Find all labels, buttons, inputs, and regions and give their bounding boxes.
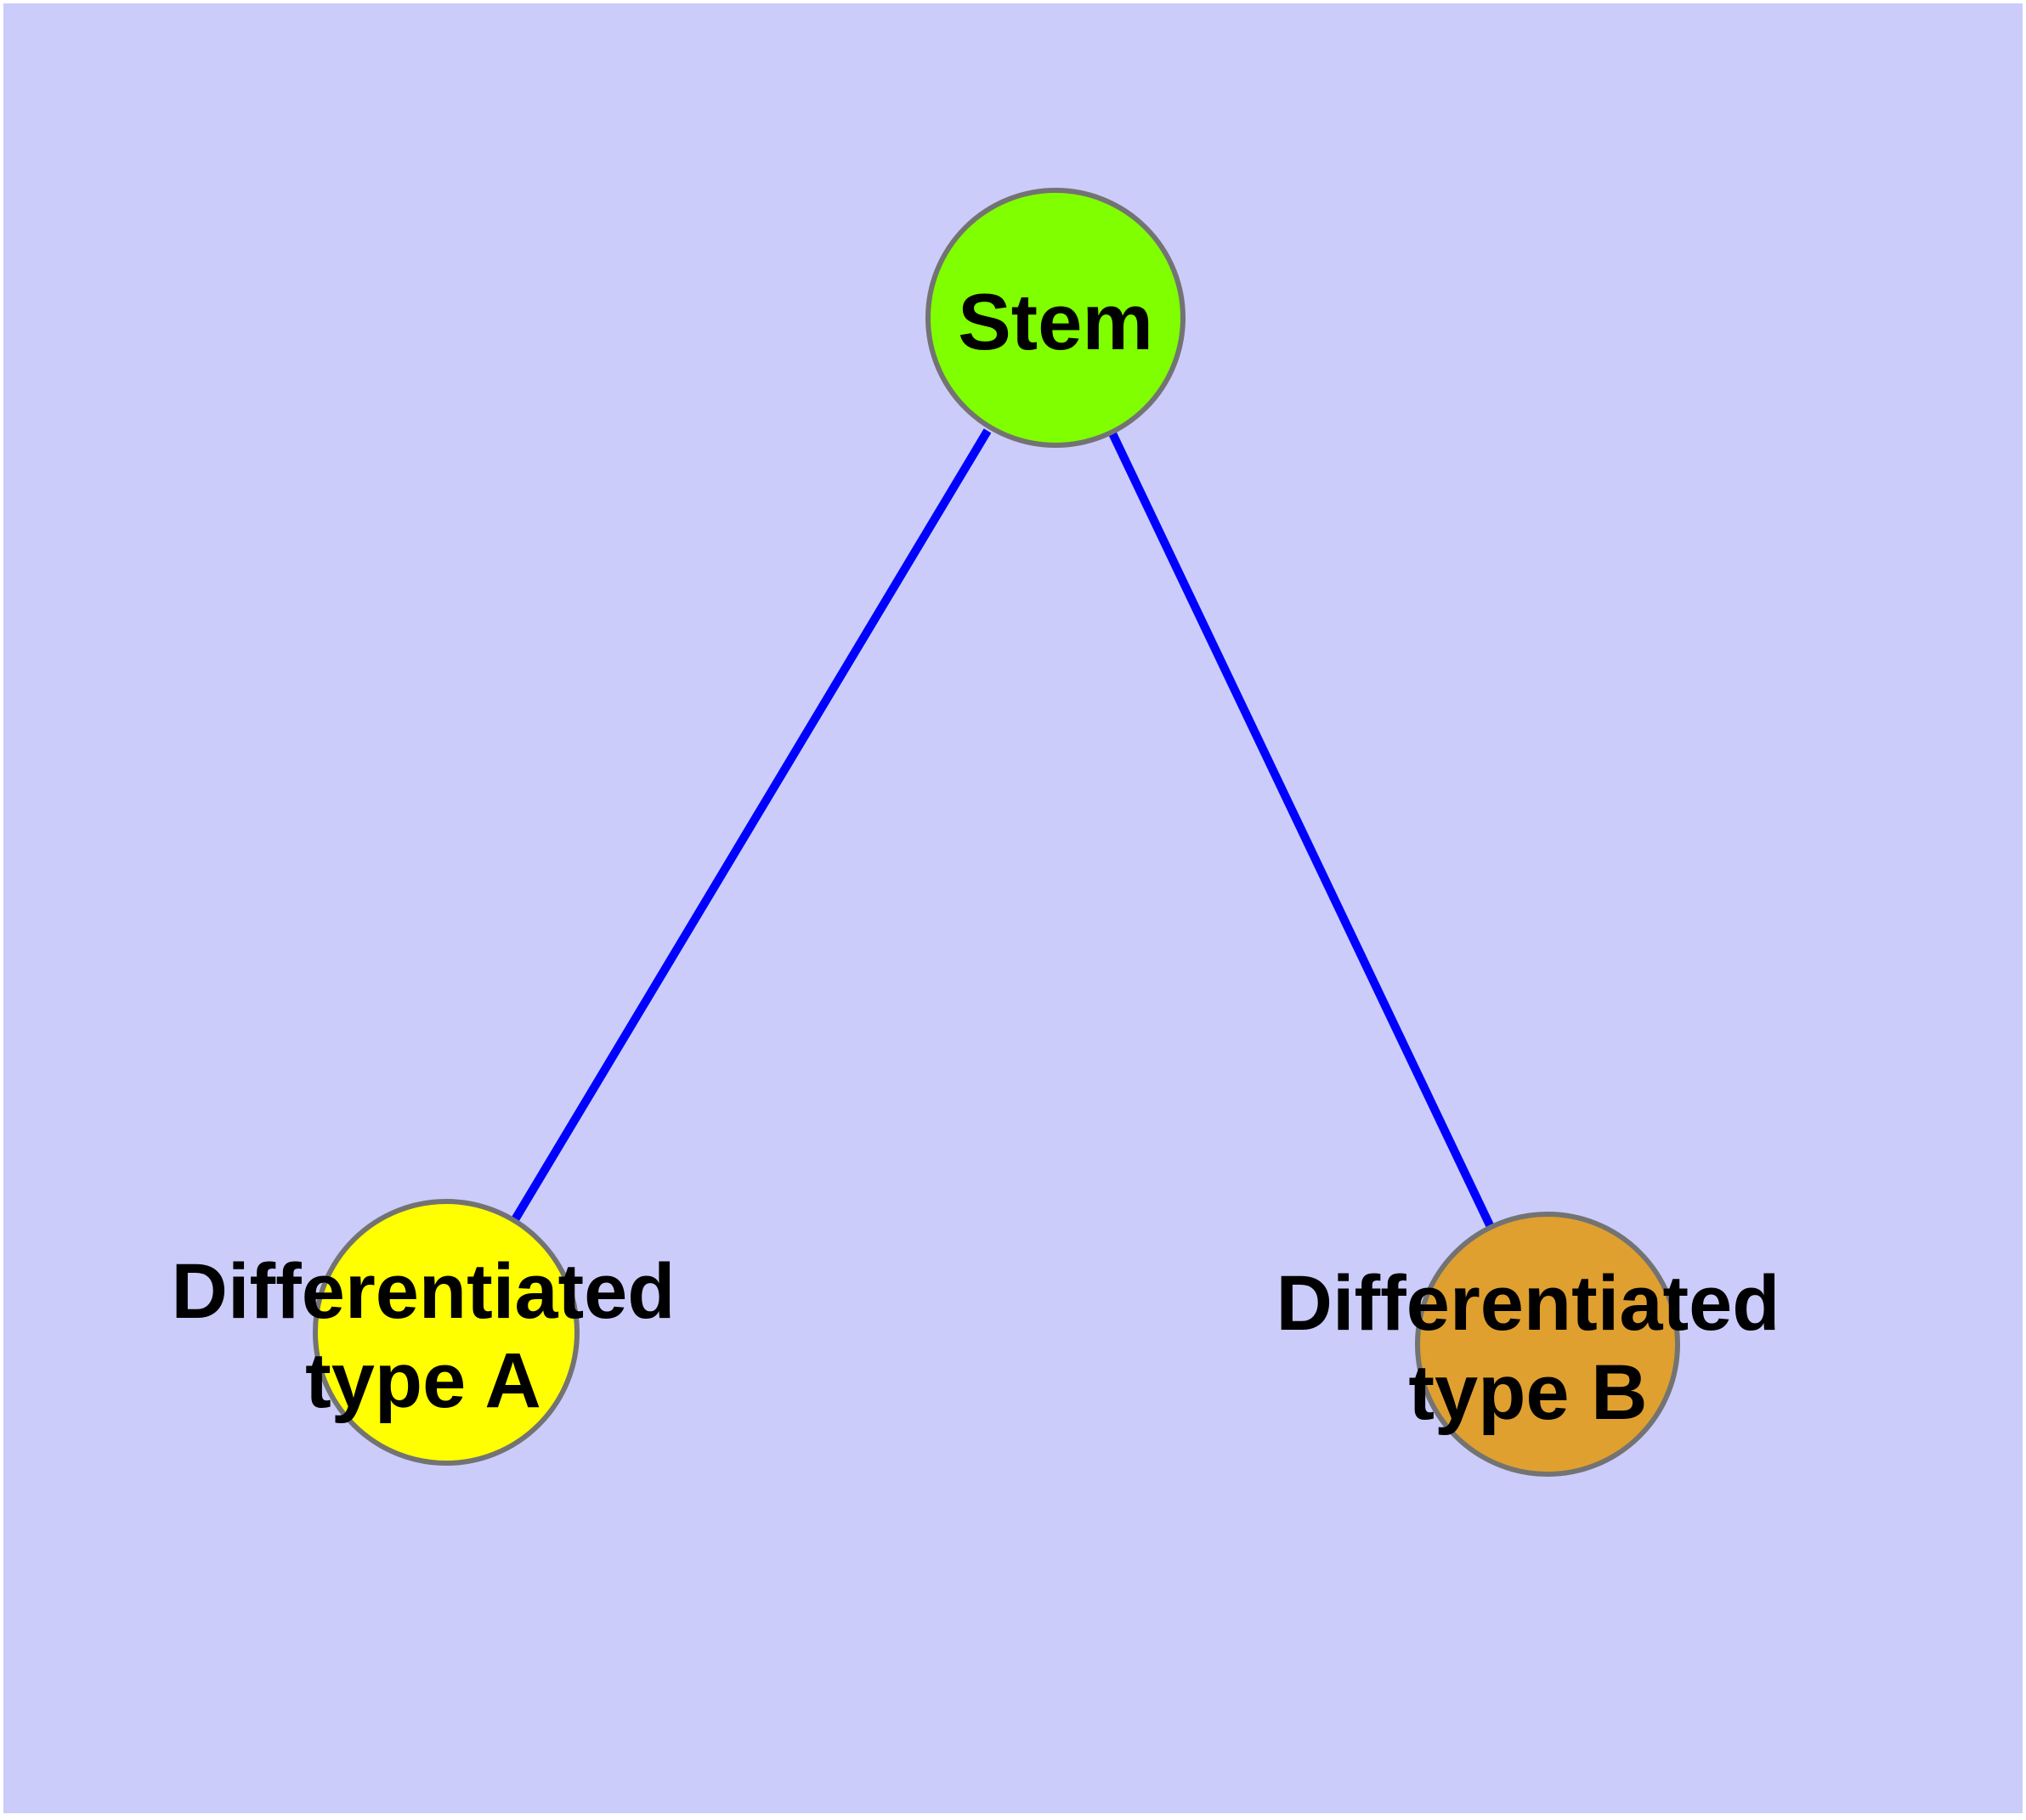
node-differentiated-type-a-label-group: Differentiated type A (172, 1248, 676, 1424)
node-differentiated-type-a[interactable] (313, 1199, 580, 1466)
graph-svg: Stem Differentiated type A Differentiate… (172, 188, 1780, 1477)
node-stem-label: Stem (958, 277, 1153, 366)
node-differentiated-type-a-circle[interactable] (313, 1199, 580, 1466)
node-stem[interactable]: Stem (925, 188, 1186, 448)
node-differentiated-type-b[interactable] (1415, 1212, 1680, 1477)
node-layer: Stem Differentiated type A Differentiate… (172, 188, 1780, 1477)
edge-stem-to-differentiated-type-a (510, 428, 992, 1224)
node-differentiated-type-a-label-line1: Differentiated (172, 1248, 676, 1335)
edge-layer (510, 428, 1494, 1228)
node-differentiated-type-a-label-line2: type A (305, 1337, 541, 1424)
edge-stem-to-differentiated-type-b (1108, 431, 1494, 1228)
node-differentiated-type-b-label-line2: type B (1408, 1349, 1647, 1436)
node-differentiated-type-b-label-group: Differentiated type B (1276, 1260, 1780, 1436)
node-differentiated-type-b-label-line1: Differentiated (1276, 1260, 1780, 1347)
node-stem-circle[interactable] (925, 188, 1186, 448)
node-differentiated-type-b-circle[interactable] (1415, 1212, 1680, 1477)
